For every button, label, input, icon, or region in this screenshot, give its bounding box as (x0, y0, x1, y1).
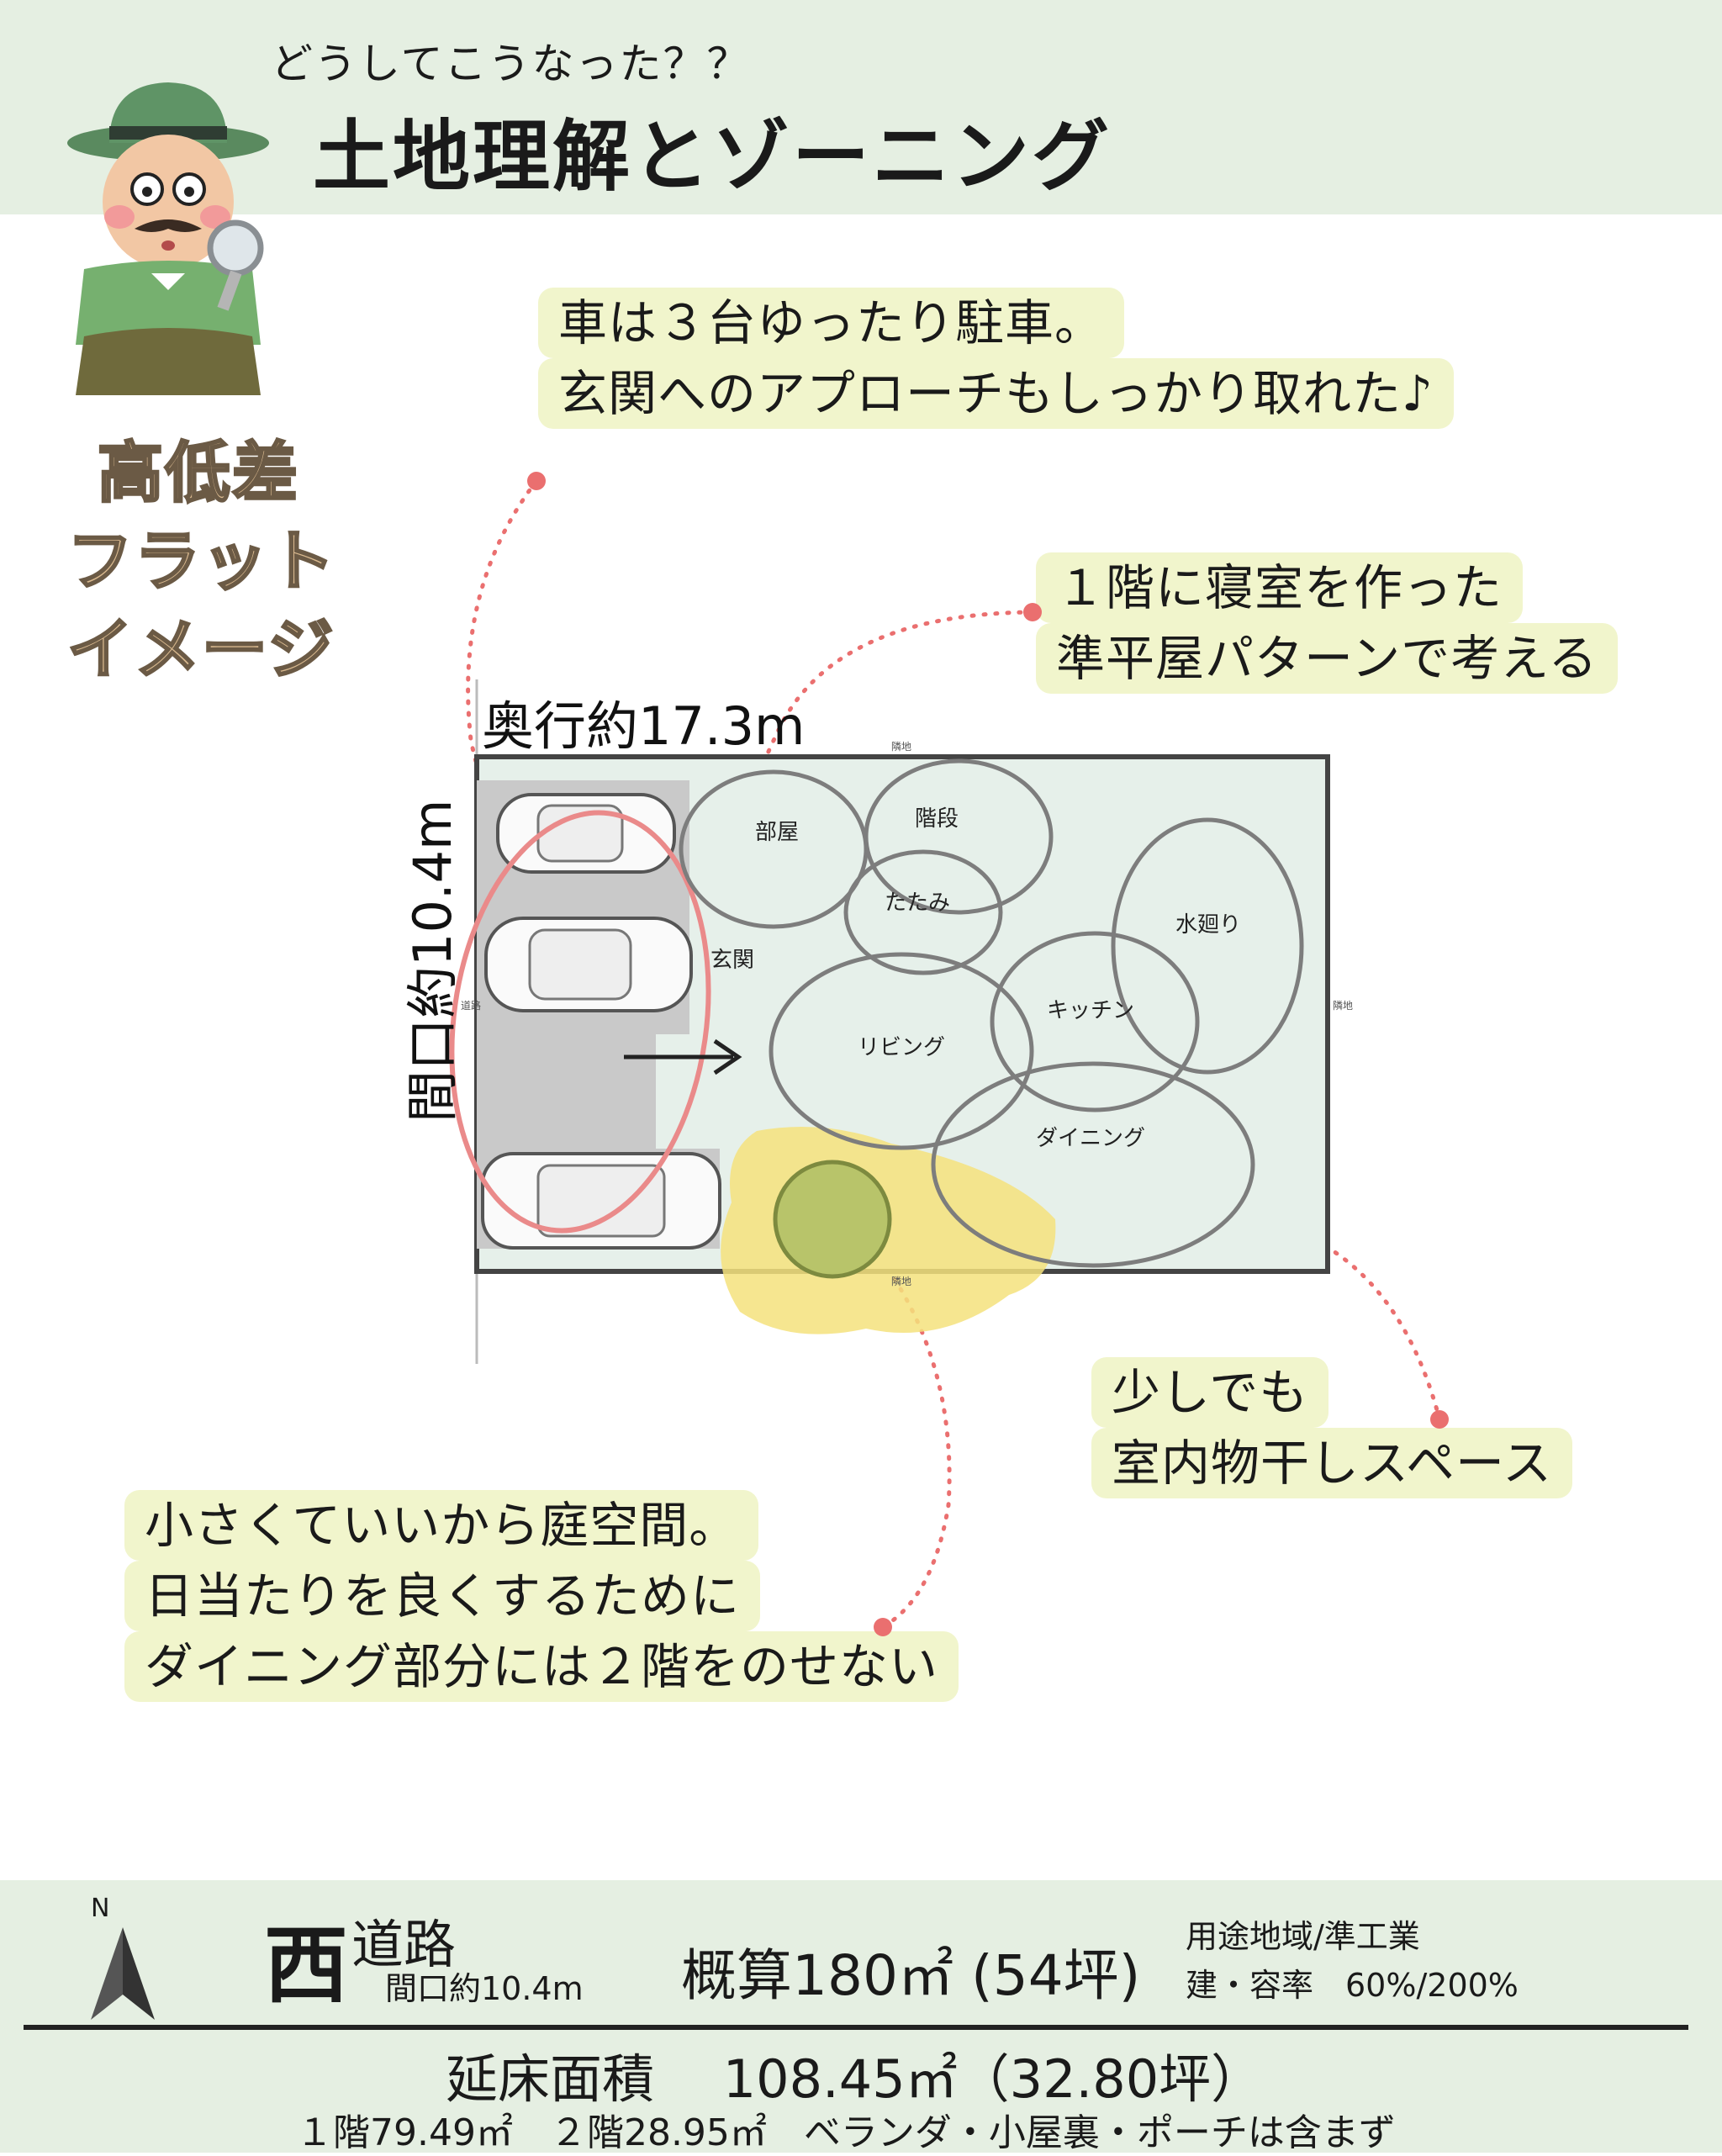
callout-bedroom-line-2: 準平屋パターンで考える (1036, 623, 1619, 694)
edge-label-bottom: 隣地 (891, 1275, 911, 1287)
room-label-stairs: 階段 (915, 806, 959, 832)
detective-character-icon (67, 82, 269, 395)
header-band (0, 0, 1722, 214)
zoning-bubbles (679, 758, 1304, 1268)
callout-parking-line-2: 玄関へのアプローチもしっかり取れた♪ (538, 358, 1455, 429)
page-subtitle: どうしてこうなった？？ (271, 40, 751, 88)
callout-parking-line-1: 車は３台ゆったり駐車。 (538, 288, 1125, 358)
depth-dimension: 奥行約17.3m (482, 695, 805, 757)
floor-area-detail: １階79.49㎡ ２階28.95㎡ ベランダ・小屋裏・ポーチは含まず (296, 2111, 1396, 2154)
direction-label: 西 (264, 1916, 348, 2015)
footer-frontage: 間口約10.4m (385, 1970, 584, 2007)
callout-garden-line-3: ダイニング部分には２階をのせない (124, 1631, 959, 1702)
callout-bedroom: １階に寝室を作った 準平屋パターンで考える (1036, 552, 1619, 694)
callout-garden-line-1: 小さくていいから庭空間。 (124, 1490, 759, 1561)
tree-icon (773, 1160, 892, 1279)
coverage-ratio: 建・容率 60%/200% (1186, 1967, 1519, 2004)
footer-band (0, 1880, 1722, 2153)
callout-garden: 小さくていいから庭空間。 日当たりを良くするために ダイニング部分には２階をのせ… (124, 1490, 959, 1702)
north-label: N (91, 1894, 110, 1923)
frontage-dimension: 間口約10.4m (402, 800, 463, 1123)
footer-divider (24, 2025, 1688, 2030)
room-label-room: 部屋 (755, 820, 799, 845)
room-label-living: リビング (858, 1035, 945, 1060)
edge-label-left: 道路 (461, 999, 481, 1012)
callout-parking: 車は３台ゆったり駐車。 玄関へのアプローチもしっかり取れた♪ (538, 288, 1455, 429)
car-icon-1 (496, 793, 676, 874)
edge-label-top: 隣地 (891, 740, 911, 753)
side-label-elevation: 高低差 (96, 435, 300, 513)
car-icon-3 (481, 1152, 721, 1250)
entry-arrow-icon (624, 1038, 742, 1075)
room-label-kitchen: キッチン (1047, 998, 1134, 1023)
parking-highlight (449, 810, 711, 1234)
callout-drying-line-2: 室内物干しスペース (1091, 1428, 1573, 1498)
side-label-flat: フラット (66, 523, 337, 601)
room-label-wet: 水廻り (1175, 912, 1241, 938)
north-arrow-icon (91, 1927, 155, 2020)
page-title: 土地理解とゾーニング (313, 112, 1112, 202)
road-label: 道路 (351, 1914, 457, 1975)
parking-area (477, 780, 720, 1249)
side-label-image: イメージ (66, 611, 335, 690)
room-label-entrance: 玄関 (710, 948, 754, 973)
callout-bedroom-line-1: １階に寝室を作った (1036, 552, 1524, 623)
total-floor-area: 延床面積 108.45㎡（32.80坪） (446, 2048, 1264, 2110)
site-area: 概算180㎡ (54坪) (681, 1943, 1141, 2008)
callout-drying-line-1: 少しでも (1091, 1357, 1329, 1428)
zoning-district: 用途地域/準工業 (1186, 1918, 1420, 1955)
room-label-tatami: たたみ (885, 890, 950, 916)
callout-garden-line-2: 日当たりを良くするために (124, 1561, 761, 1631)
edge-label-right: 隣地 (1333, 999, 1353, 1012)
car-icon-2 (484, 917, 693, 1012)
room-label-dining: ダイニング (1036, 1126, 1145, 1151)
callout-drying: 少しでも 室内物干しスペース (1091, 1357, 1573, 1498)
